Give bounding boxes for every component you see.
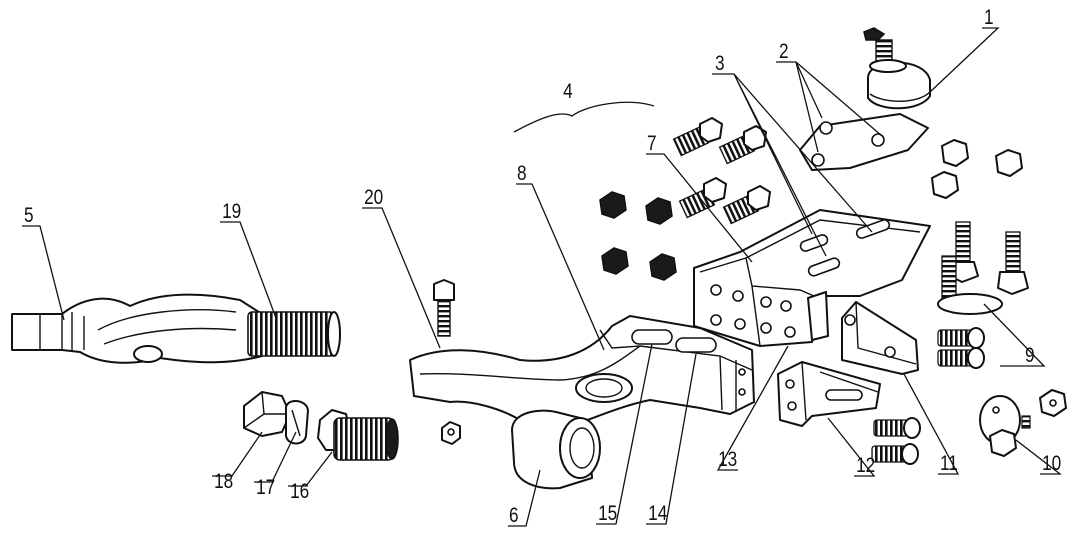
callout-6: 6 (509, 505, 519, 528)
callout-14: 14 (648, 503, 667, 526)
callout-18: 18 (214, 471, 233, 494)
bushing-6 (511, 409, 601, 490)
bolt (718, 125, 767, 165)
nut-group (599, 139, 1023, 281)
mounting-plate-11 (841, 301, 919, 375)
callout-15: 15 (598, 503, 617, 526)
callout-1: 1 (984, 7, 994, 30)
bolt (678, 177, 727, 219)
bolt-group (672, 117, 771, 225)
callout-12: 12 (856, 455, 875, 478)
threaded-bushing-16 (317, 409, 399, 461)
socket-bolts (871, 327, 985, 465)
callout-7: 7 (647, 133, 657, 156)
callout-17: 17 (256, 477, 275, 500)
callout-16: 16 (290, 481, 309, 504)
callout-10: 10 (1042, 453, 1061, 476)
bolt (722, 185, 771, 225)
bolt (672, 117, 723, 157)
ball-joint (799, 27, 931, 171)
callout-9: 9 (1025, 345, 1035, 368)
lower-control-arm (409, 315, 755, 441)
callouts: 1 2 3 4 5 6 7 8 9 10 11 12 13 14 15 16 1… (24, 7, 1061, 528)
spring-washer-17 (284, 400, 309, 445)
bolt-20 (433, 279, 455, 337)
callout-4: 4 (563, 81, 573, 104)
callout-2: 2 (779, 41, 789, 64)
subframe-bracket (693, 209, 931, 347)
callout-11: 11 (940, 453, 958, 476)
leader-lines (22, 27, 1062, 527)
eccentric-washer-10 (979, 389, 1067, 457)
callout-3: 3 (715, 53, 725, 76)
bolt-pair-9 (937, 221, 1029, 315)
callout-19: 19 (222, 201, 241, 224)
callout-20: 20 (364, 187, 383, 210)
lock-nut-18 (243, 391, 291, 437)
callout-5: 5 (24, 205, 34, 228)
adjuster-bracket-12 (777, 361, 881, 427)
callout-13: 13 (718, 449, 737, 472)
small-nut (441, 421, 461, 445)
tie-rod-end (11, 293, 341, 364)
callout-8: 8 (517, 163, 527, 186)
